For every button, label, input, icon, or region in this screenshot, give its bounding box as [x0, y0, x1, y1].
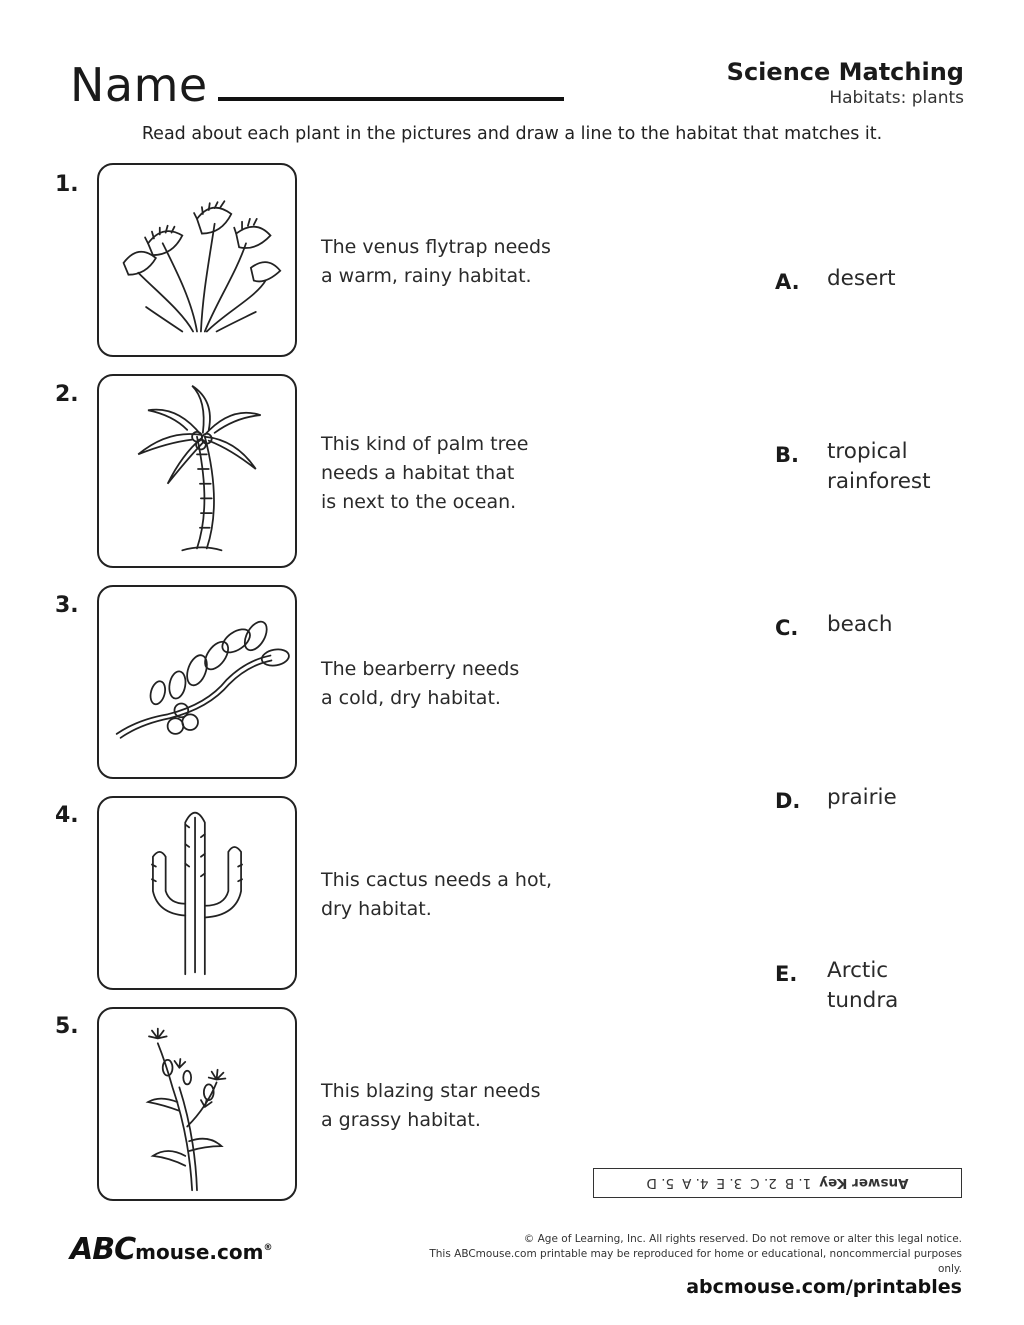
bearberry-icon — [115, 620, 290, 739]
worksheet-subtitle: Habitats: plants — [829, 88, 964, 108]
answer-item: 4. A — [682, 1175, 709, 1191]
venus-flytrap-icon — [122, 200, 282, 333]
habitat-letter: A. — [775, 270, 800, 294]
habitat-name: Arctic tundra — [827, 958, 899, 1013]
answer-key: Answer Key 1. B 2. C 3. E 4. A 5. D — [593, 1168, 962, 1198]
answer-item: 1. B — [784, 1175, 812, 1191]
plant-description: The venus flytrap needs a warm, rainy ha… — [321, 236, 551, 287]
plant-picture — [97, 585, 297, 779]
plant-number: 3. — [55, 593, 79, 618]
abcmouse-logo: ABCmouse.com® — [70, 1232, 273, 1267]
legal-notice: © Age of Learning, Inc. All rights reser… — [429, 1233, 962, 1275]
plant-picture — [97, 163, 297, 357]
plant-number: 2. — [55, 382, 79, 407]
habitat-name: beach — [827, 612, 893, 637]
habitat-letter: C. — [775, 616, 799, 640]
name-line — [218, 97, 564, 101]
answer-item: 2. C — [750, 1175, 777, 1191]
printables-url: abcmouse.com/printables — [686, 1276, 962, 1298]
habitat-letter: D. — [775, 789, 801, 813]
habitat-name: tropical rainforest — [827, 439, 931, 494]
blazing-star-icon — [145, 1027, 227, 1192]
plant-picture — [97, 374, 297, 568]
plant-number: 4. — [55, 803, 79, 828]
habitat-name: desert — [827, 266, 896, 291]
plant-description: The bearberry needs a cold, dry habitat. — [321, 658, 520, 709]
name-label: Name — [70, 58, 208, 112]
answer-item: 3. E — [716, 1175, 743, 1191]
plant-description: This blazing star needs a grassy habitat… — [321, 1080, 541, 1131]
plant-picture — [97, 1007, 297, 1201]
answer-key-label: Answer Key — [819, 1175, 909, 1191]
plant-picture — [97, 796, 297, 990]
plant-number: 5. — [55, 1014, 79, 1039]
plant-description: This kind of palm tree needs a habitat t… — [321, 433, 529, 513]
habitat-letter: E. — [775, 962, 798, 986]
habitat-letter: B. — [775, 443, 799, 467]
palm-tree-icon — [137, 385, 261, 552]
instructions: Read about each plant in the pictures an… — [141, 124, 883, 144]
cactus-icon — [151, 811, 243, 976]
answer-item: 5. D — [646, 1175, 675, 1191]
worksheet-title: Science Matching — [726, 58, 964, 86]
plant-number: 1. — [55, 172, 79, 197]
plant-description: This cactus needs a hot, dry habitat. — [321, 869, 553, 920]
habitat-name: prairie — [827, 785, 897, 810]
